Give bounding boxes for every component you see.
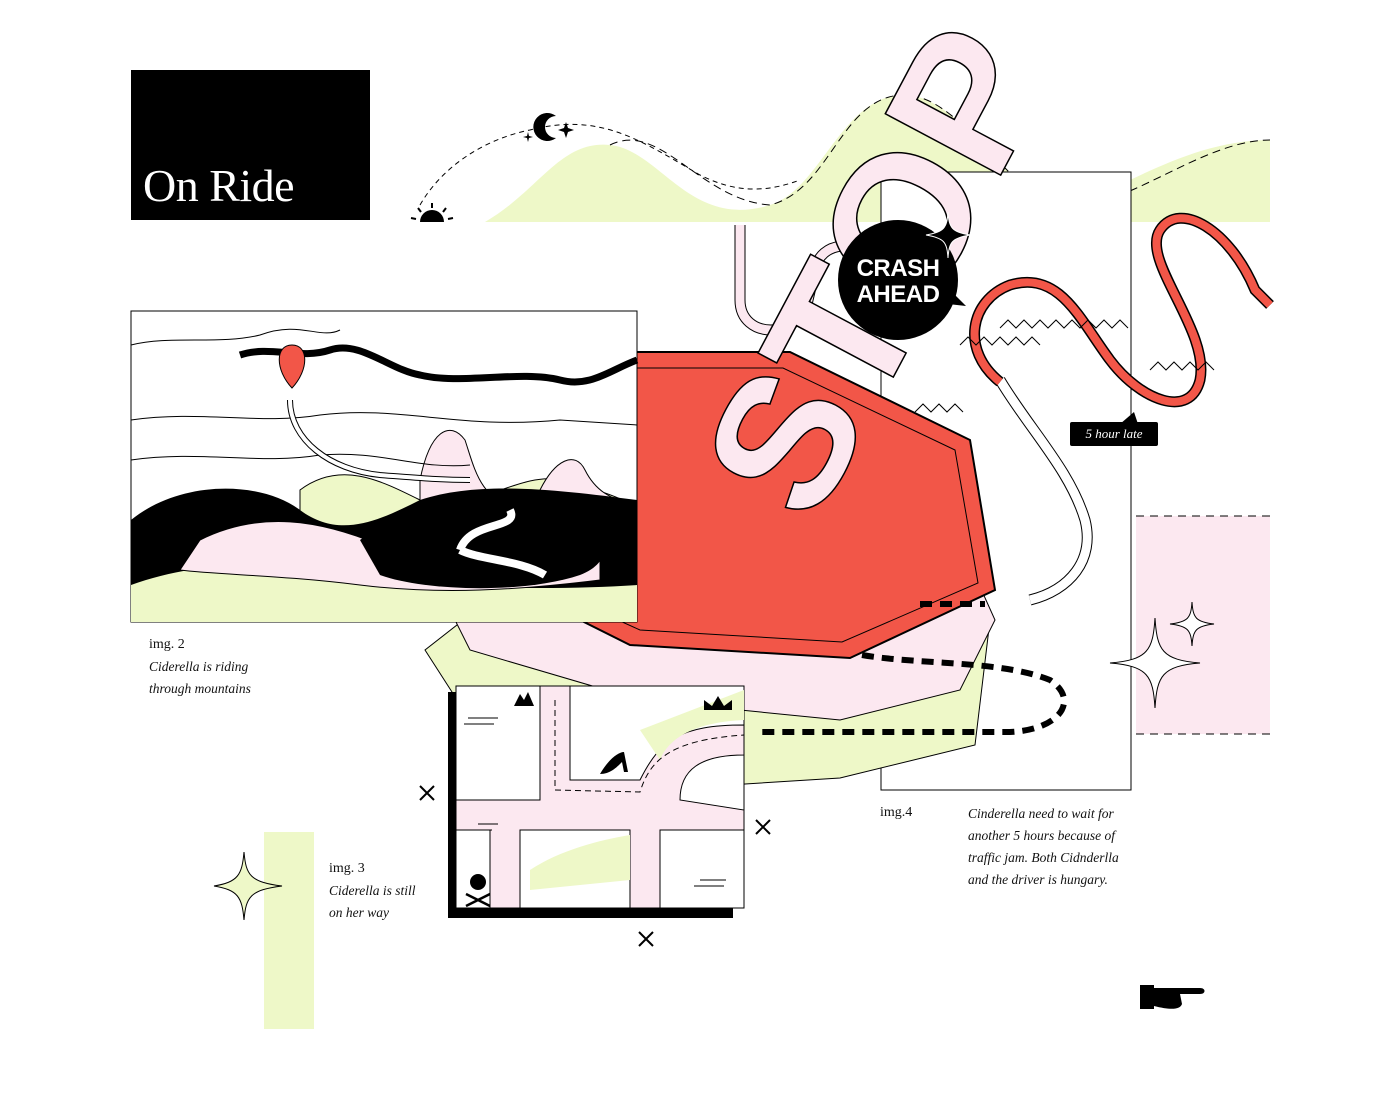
sun-icon xyxy=(410,203,454,222)
caption-img2-label: img. 2 xyxy=(149,637,185,652)
sparkle-icon xyxy=(1109,617,1201,709)
caption-img2: img. 2 Ciderella is riding through mount… xyxy=(149,637,251,700)
caption-img3-line2: on her way xyxy=(329,905,389,920)
page-title: On Ride xyxy=(143,160,295,211)
sparkle-icon xyxy=(213,851,283,921)
caption-img3-label: img. 3 xyxy=(329,861,365,876)
caption-img2-line2: through mountains xyxy=(149,681,251,696)
lime-strip xyxy=(264,832,314,1029)
caption-img2-line1: Ciderella is riding xyxy=(149,659,249,674)
crash-badge-line1: CRASH xyxy=(856,255,940,282)
high-heel-icon xyxy=(600,752,628,774)
moon-icon xyxy=(523,112,574,142)
caption-img4-label-wrap: img.4 xyxy=(880,805,912,824)
crash-badge-line2: AHEAD xyxy=(856,281,940,308)
title-banner: On Ride xyxy=(131,70,370,220)
caption-img3: img. 3 Ciderella is still on her way xyxy=(329,861,416,924)
late-tag: 5 hour late xyxy=(1070,422,1158,446)
caption-img4-line2: another 5 hours because of xyxy=(968,828,1115,843)
pointing-hand-icon xyxy=(1140,985,1205,1009)
map-card xyxy=(448,685,745,918)
caption-img4-line3: traffic jam. Both Cidnderlla xyxy=(968,850,1119,865)
mountain-icon xyxy=(514,692,534,706)
caption-img4-line4: and the driver is hungary. xyxy=(968,872,1108,887)
x-mark-icon xyxy=(419,785,771,947)
caption-img4-line1: Cinderella need to wait for xyxy=(968,806,1114,821)
caption-img4-label: img.4 xyxy=(880,805,913,820)
mountain-scene-card xyxy=(130,310,639,623)
crown-icon xyxy=(704,696,732,710)
sparkle-icon xyxy=(925,211,971,259)
sparkle-icon xyxy=(1169,601,1215,647)
dashed-hill-line xyxy=(609,94,1271,207)
caption-img3-line1: Ciderella is still xyxy=(329,883,416,898)
day-night-arc xyxy=(419,123,801,206)
skull-icon xyxy=(465,874,491,908)
dashed-route xyxy=(760,601,1068,735)
lime-hills xyxy=(485,94,1270,222)
caption-img4: Cinderella need to wait for another 5 ho… xyxy=(968,803,1119,891)
crash-badge xyxy=(838,220,958,340)
location-pin-icon xyxy=(278,344,306,389)
zigzag-mountains xyxy=(914,319,1215,413)
crash-badge-text: CRASH AHEAD xyxy=(838,256,958,308)
